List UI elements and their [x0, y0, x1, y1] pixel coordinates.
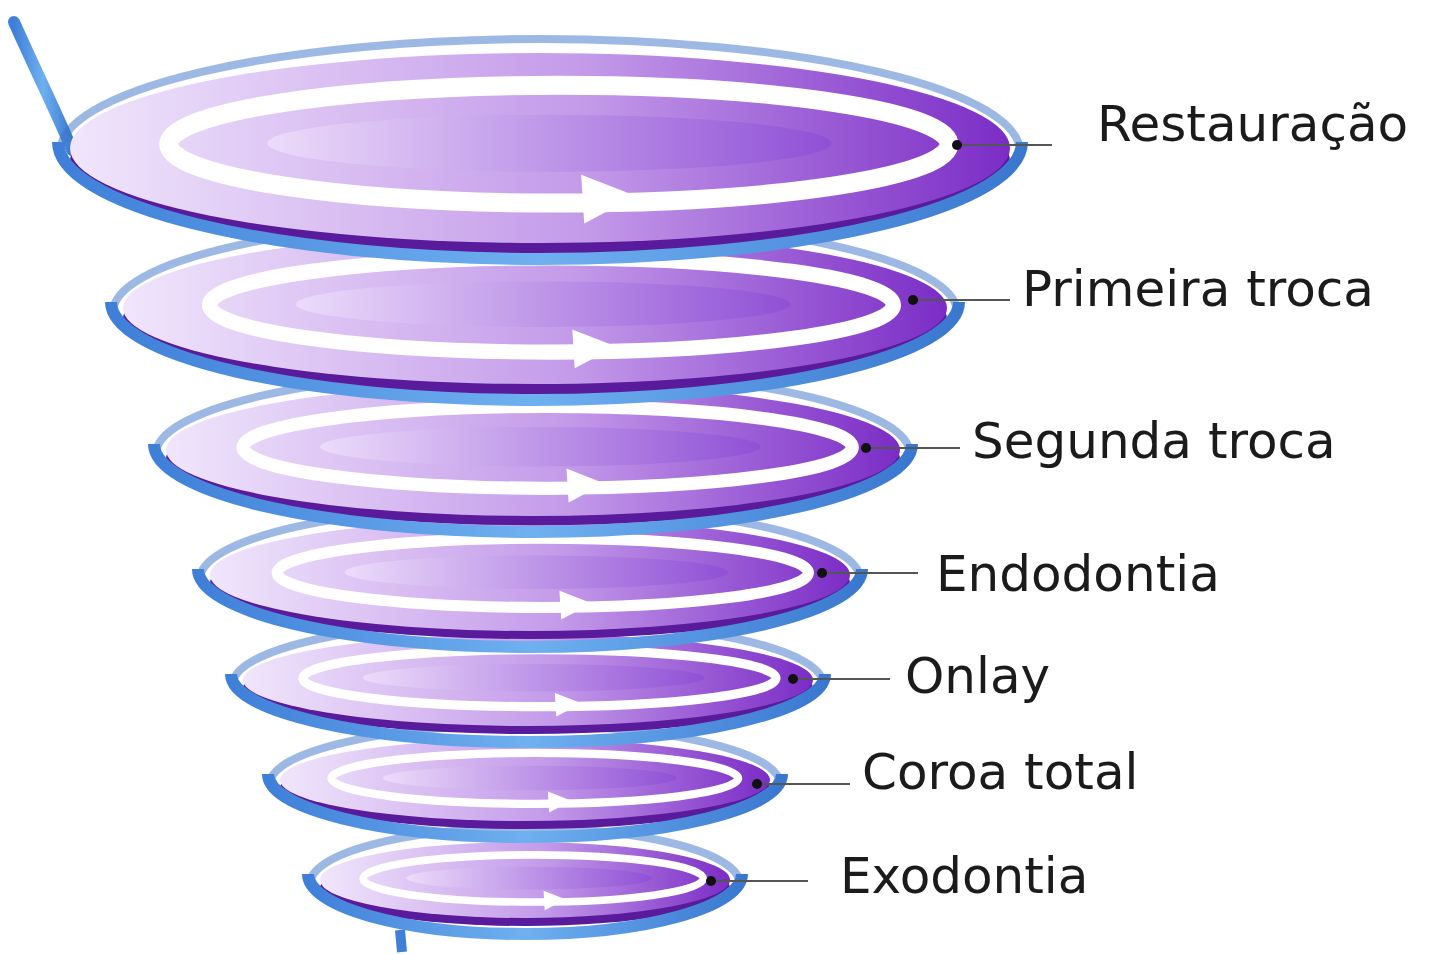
- stage-label: Coroa total: [862, 744, 1138, 802]
- disc-arrow: [544, 891, 566, 910]
- leader-line: [957, 144, 1052, 146]
- disc-center: [344, 555, 728, 589]
- leader-dot: [706, 876, 716, 886]
- leader-dot: [817, 568, 827, 578]
- ribbon-front: [198, 569, 862, 647]
- disc-arrow: [555, 693, 581, 717]
- disc-ring: [303, 650, 776, 707]
- disc-center: [383, 766, 677, 791]
- stage-label: Primeira troca: [1022, 261, 1374, 319]
- leader-line: [866, 447, 960, 449]
- ribbon-lead: [14, 22, 72, 150]
- disc-arrow: [548, 792, 572, 813]
- leader-dot: [752, 779, 762, 789]
- leader-dot: [861, 443, 871, 453]
- leader-line: [793, 678, 890, 680]
- ribbon-front: [231, 674, 825, 742]
- disc-top: [320, 842, 730, 918]
- disc-center: [267, 115, 831, 172]
- ribbon-front: [268, 774, 782, 837]
- stage-label: Endodontia: [936, 546, 1220, 604]
- leader-line: [757, 783, 850, 785]
- disc-center: [320, 427, 760, 467]
- stage-label: Exodontia: [840, 848, 1088, 906]
- disc-arrow: [581, 175, 636, 224]
- disc-ring: [277, 538, 808, 607]
- stage-label: Onlay: [905, 648, 1050, 706]
- disc-arrow: [559, 591, 591, 620]
- disc-center: [363, 664, 705, 692]
- leader-line: [913, 299, 1010, 301]
- ribbon-front: [154, 444, 912, 532]
- disc-ring: [243, 406, 852, 488]
- ribbon-tail: [400, 930, 402, 952]
- leader-line: [822, 572, 918, 574]
- disc-ring: [331, 753, 738, 804]
- leader-dot: [952, 140, 962, 150]
- disc-ring: [210, 258, 894, 352]
- ribbon-front: [58, 142, 1022, 259]
- disc-ring: [169, 85, 949, 203]
- disc-ring: [363, 855, 703, 902]
- stage-label: Segunda troca: [972, 413, 1336, 471]
- ribbon-front: [308, 874, 742, 934]
- disc-arrow: [572, 329, 616, 368]
- disc-top: [70, 53, 1010, 243]
- disc-center: [296, 281, 790, 327]
- disc-arrow: [566, 469, 604, 503]
- ribbon-front: [111, 302, 959, 400]
- stage-label: Restauração: [1097, 96, 1408, 154]
- leader-dot: [788, 674, 798, 684]
- disc-center: [406, 867, 652, 890]
- disc-top: [280, 739, 770, 821]
- leader-dot: [908, 295, 918, 305]
- leader-line: [711, 880, 808, 882]
